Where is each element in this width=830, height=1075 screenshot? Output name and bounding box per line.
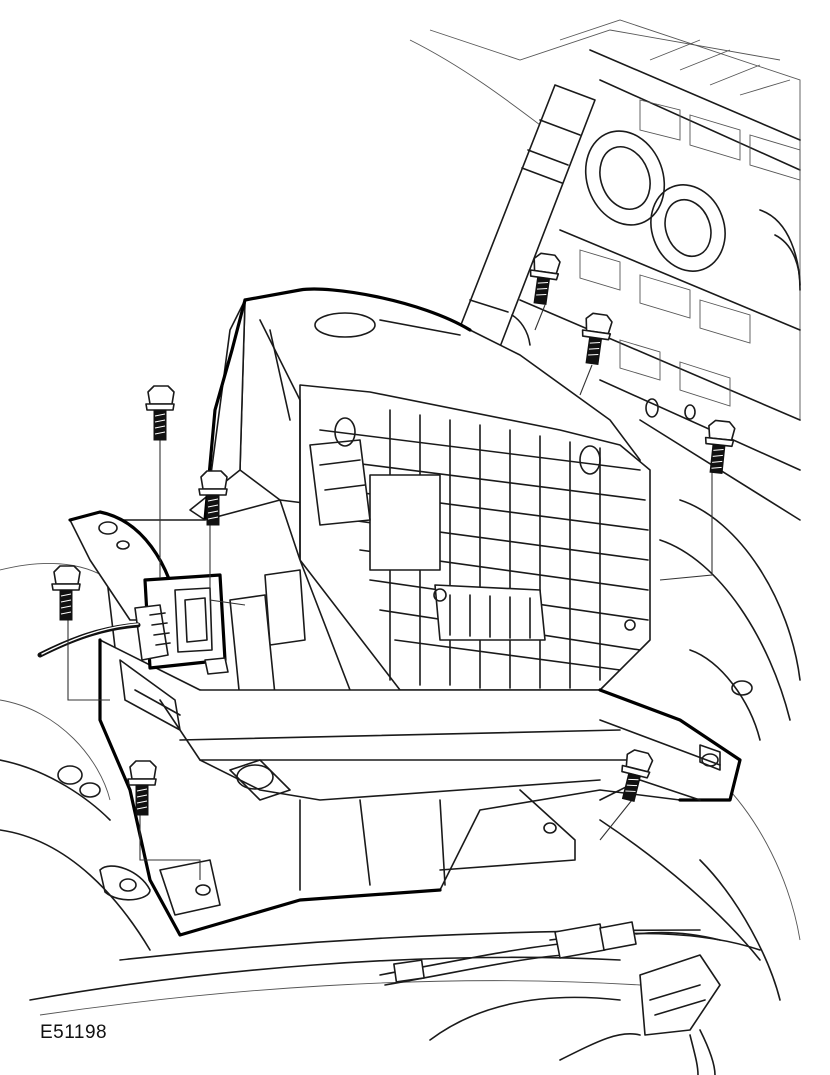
- electrical-connector: [134, 573, 229, 675]
- bolt: [704, 419, 736, 474]
- bolt: [127, 760, 157, 816]
- bolt: [51, 565, 81, 621]
- figure-reference-code: E51198: [40, 1022, 108, 1043]
- bolt: [198, 470, 228, 526]
- gear-lever-shaft: [454, 84, 596, 353]
- console-background: [409, 19, 801, 741]
- bolt: [145, 385, 175, 441]
- connector-cable: [37, 622, 141, 658]
- wiring-harness: [379, 921, 721, 1075]
- bolt-leader-lines: [67, 304, 713, 880]
- bolt: [581, 312, 613, 366]
- selector-housing: [68, 287, 742, 937]
- bolt: [529, 252, 561, 306]
- bolt: [621, 749, 654, 802]
